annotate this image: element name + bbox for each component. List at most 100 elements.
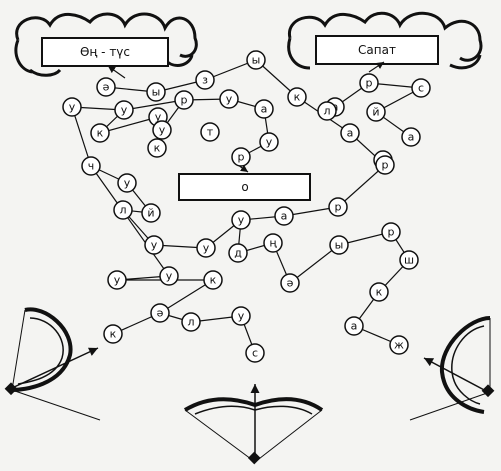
letter-node[interactable]: р	[175, 91, 193, 109]
letter-node-label: к	[294, 91, 301, 104]
left-bow-string-lower	[12, 390, 100, 420]
letter-node[interactable]: з	[196, 71, 214, 89]
letter-node[interactable]: к	[288, 88, 306, 106]
letter-node[interactable]: л	[114, 201, 132, 219]
letter-node-label: к	[376, 286, 383, 299]
letter-node-label: у	[69, 101, 76, 114]
center-bow-icon	[185, 384, 322, 464]
letter-node-label: а	[347, 127, 354, 140]
letter-node-label: р	[382, 159, 389, 172]
letter-node[interactable]: т	[201, 123, 219, 141]
letter-node[interactable]: к	[148, 139, 166, 157]
letter-node-label: з	[202, 74, 208, 87]
letter-node[interactable]: а	[402, 128, 420, 146]
letter-node-label: у	[166, 270, 173, 283]
letter-node[interactable]: у	[232, 307, 250, 325]
letter-node-label: а	[281, 210, 288, 223]
letter-node-label: ң	[269, 237, 277, 250]
letter-node-label: ы	[152, 86, 161, 99]
letter-node[interactable]: р	[329, 198, 347, 216]
letter-node-label: у	[226, 93, 233, 106]
letter-node[interactable]: с	[246, 344, 264, 362]
letter-node-label: л	[323, 105, 330, 118]
letter-node[interactable]: а	[255, 100, 273, 118]
letter-node[interactable]: ы	[330, 236, 348, 254]
maze-letters: әызыкарсйакалруруатурукукучуйлууудаңрырш…	[63, 51, 430, 362]
letter-node[interactable]: р	[360, 74, 378, 92]
letter-node-label: р	[238, 151, 245, 164]
letter-node-label: ә	[103, 81, 110, 94]
left-bow-nock	[5, 382, 18, 395]
center-bow-string-right	[255, 410, 322, 462]
right-bow-nock	[482, 384, 495, 397]
letter-node-label: р	[366, 77, 373, 90]
letter-node-label: ә	[157, 307, 164, 320]
letter-node[interactable]: ң	[264, 234, 282, 252]
letter-node[interactable]: у	[63, 98, 81, 116]
letter-node-label: у	[238, 310, 245, 323]
letter-node-label: л	[187, 316, 194, 329]
right-bow-limb	[442, 318, 490, 412]
letter-node[interactable]: ш	[400, 251, 418, 269]
letter-node[interactable]: у	[220, 90, 238, 108]
letter-node[interactable]: ә	[151, 304, 169, 322]
letter-node-label: ы	[252, 54, 261, 67]
letter-node-label: к	[110, 328, 117, 341]
letter-node-label: р	[335, 201, 342, 214]
letter-node-label: к	[154, 142, 161, 155]
letter-node-label: у	[203, 242, 210, 255]
letter-node[interactable]: у	[197, 239, 215, 257]
letter-node[interactable]: к	[104, 325, 122, 343]
letter-node[interactable]: й	[367, 103, 385, 121]
letter-node[interactable]: у	[145, 236, 163, 254]
letter-node[interactable]: к	[204, 271, 222, 289]
letter-node[interactable]: а	[345, 317, 363, 335]
left-banner: Өң - түс	[16, 14, 196, 75]
letter-node[interactable]: л	[182, 313, 200, 331]
letter-node[interactable]: у	[232, 211, 250, 229]
letter-node-label: л	[119, 204, 126, 217]
center-bow-limb	[185, 399, 322, 410]
letter-node-label: ә	[287, 277, 294, 290]
letter-node-label: у	[151, 239, 158, 252]
letter-node[interactable]: р	[382, 223, 400, 241]
letter-node-label: у	[266, 136, 273, 149]
right-bow-icon	[410, 318, 494, 420]
letter-node-label: й	[372, 106, 379, 119]
letter-node[interactable]: ж	[390, 336, 408, 354]
letter-node-label: к	[97, 127, 104, 140]
letter-node[interactable]: у	[153, 121, 171, 139]
letter-node-label: у	[124, 177, 131, 190]
letter-node[interactable]: ә	[281, 274, 299, 292]
letter-node[interactable]: с	[412, 79, 430, 97]
letter-node-label: у	[121, 104, 128, 117]
letter-node[interactable]: л	[318, 102, 336, 120]
letter-node[interactable]: а	[275, 207, 293, 225]
letter-node[interactable]: ы	[247, 51, 265, 69]
letter-node-label: у	[159, 124, 166, 137]
letter-node[interactable]: у	[160, 267, 178, 285]
letter-node-label: р	[181, 94, 188, 107]
letter-node[interactable]: к	[370, 283, 388, 301]
letter-node[interactable]: у	[260, 133, 278, 151]
letter-node[interactable]: д	[229, 244, 247, 262]
letter-node[interactable]: р	[376, 156, 394, 174]
letter-node[interactable]: к	[91, 124, 109, 142]
letter-node[interactable]: у	[118, 174, 136, 192]
letter-node-label: с	[252, 347, 258, 360]
letter-node[interactable]: р	[232, 148, 250, 166]
center-bow-nock	[248, 452, 261, 465]
letter-node-label: ч	[88, 160, 95, 173]
letter-node[interactable]: у	[108, 271, 126, 289]
left-bow-string-upper	[12, 310, 25, 390]
letter-node[interactable]: ы	[147, 83, 165, 101]
left-bow-arrow	[12, 348, 98, 388]
letter-node-label: а	[261, 103, 268, 116]
letter-node-label: у	[238, 214, 245, 227]
letter-node[interactable]: й	[142, 204, 160, 222]
letter-node[interactable]: ч	[82, 157, 100, 175]
letter-node[interactable]: а	[341, 124, 359, 142]
letter-node[interactable]: ә	[97, 78, 115, 96]
letter-node[interactable]: у	[115, 101, 133, 119]
